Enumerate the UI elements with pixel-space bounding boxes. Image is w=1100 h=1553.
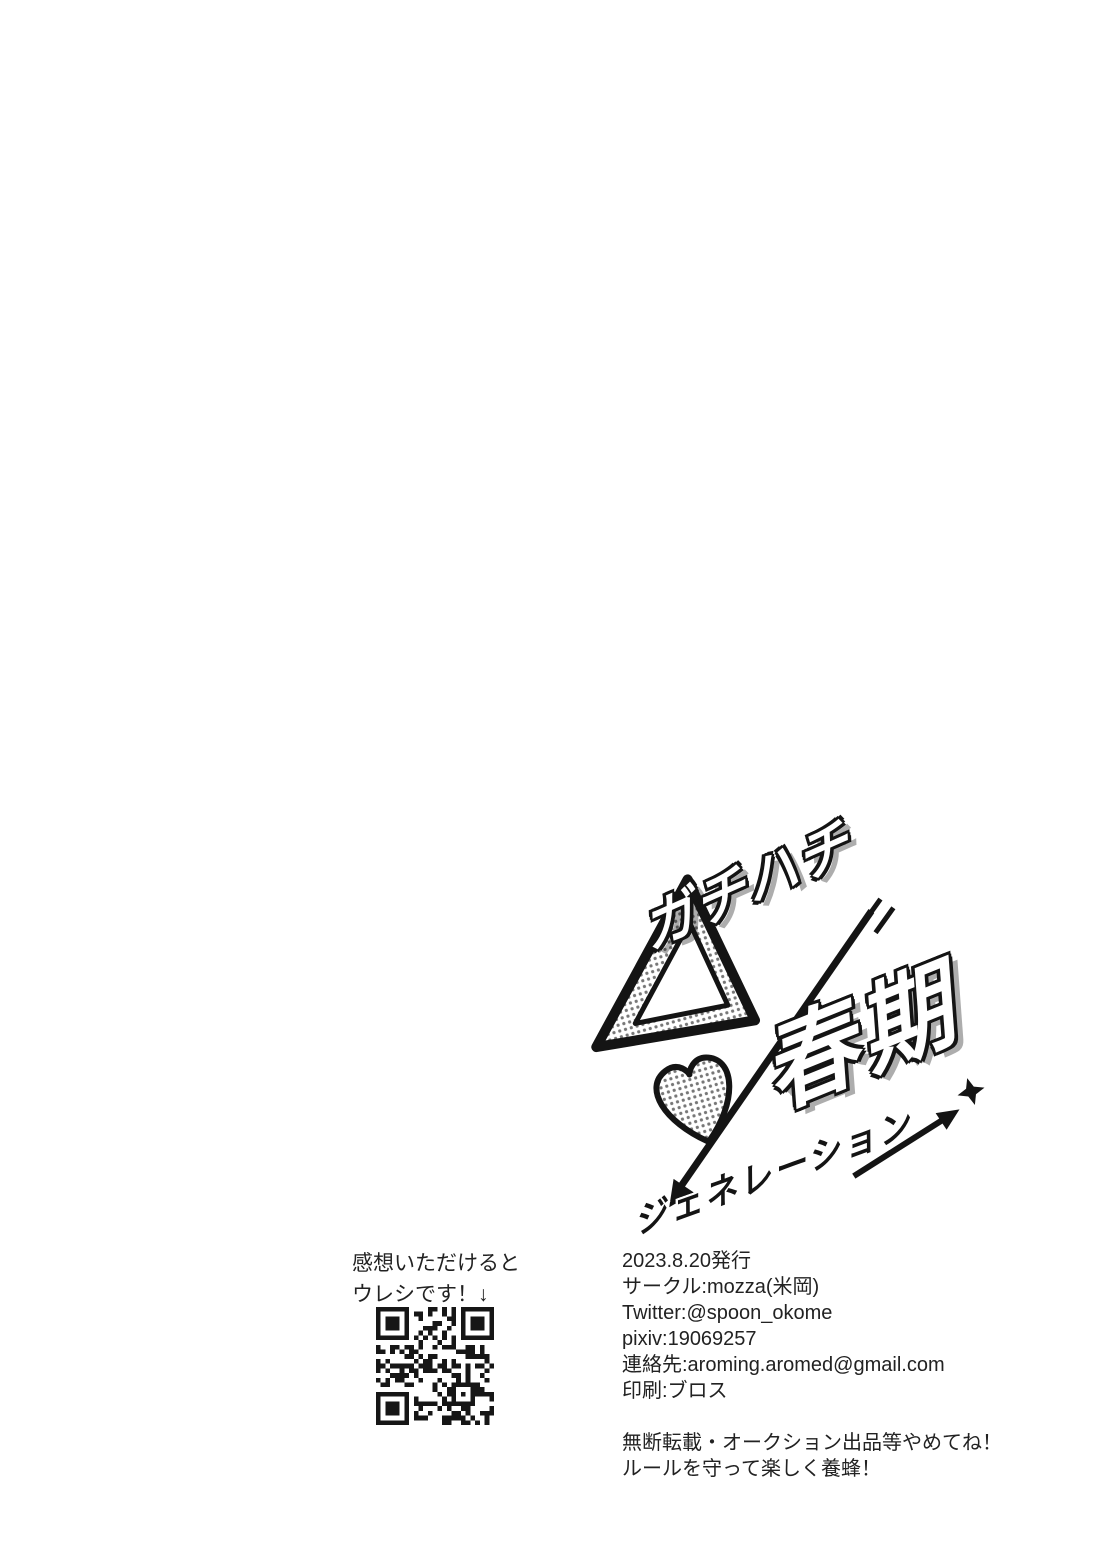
feedback-line-2: ウレシです！↓: [352, 1283, 489, 1306]
text-line: pixiv:19069257: [622, 1328, 757, 1350]
title-logo: ガチハチ 春期 ジェネレーション: [538, 798, 1033, 1293]
qr-code: [376, 1305, 494, 1427]
feedback-note: 感想いただけると ウレシです！↓: [352, 1248, 520, 1310]
small-arrow-icon: [852, 1109, 960, 1179]
publication-lines: 2023.8.20発行サークル:mozza(米岡) Twitter:@spoon_…: [622, 1248, 1002, 1404]
colophon-info: 2023.8.20発行サークル:mozza(米岡) Twitter:@spoon_…: [622, 1248, 1002, 1482]
text-line: Twitter:@spoon_okome: [622, 1302, 833, 1324]
text-line: ルールを守って楽しく養蜂！: [622, 1458, 881, 1480]
text-line: サークル:mozza(米岡): [622, 1276, 820, 1298]
text-line: 無断転載・オークション出品等やめてね！: [622, 1432, 1002, 1454]
logo-graphics: [591, 874, 985, 1208]
copyright-notice: 無断転載・オークション出品等やめてね！ ルールを守って楽しく養蜂！: [622, 1430, 1002, 1482]
triangle-motif: [591, 874, 761, 1053]
heart-arrow-icon: [653, 1054, 733, 1145]
text-line: 印刷:ブロス: [622, 1380, 728, 1402]
text-line: 2023.8.20発行: [622, 1250, 751, 1272]
sparkle-icon: [957, 1078, 985, 1105]
feedback-line-1: 感想いただけると: [352, 1252, 520, 1275]
text-line: 連絡先:aroming.aromed@gmail.com: [622, 1354, 945, 1376]
